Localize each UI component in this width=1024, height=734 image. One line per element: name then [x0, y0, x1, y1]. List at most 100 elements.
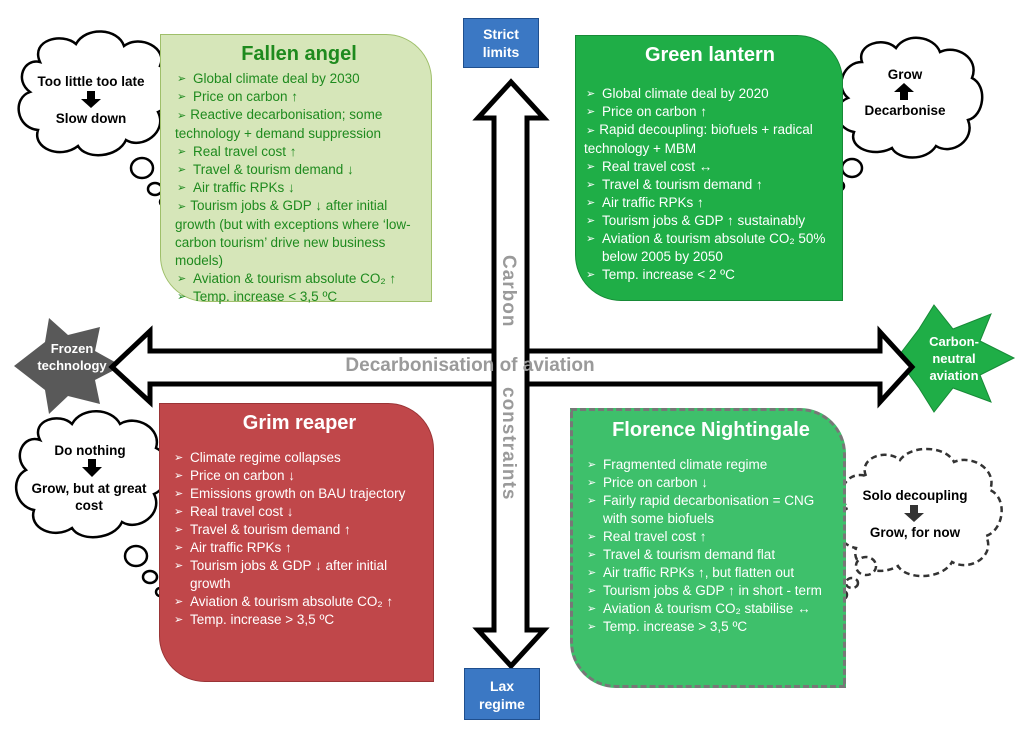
arrowhead-bullet-icon: ➢ — [587, 477, 597, 489]
list-item: ➢Climate regime collapses — [174, 450, 341, 465]
list-item: ➢Air traffic RPKs ↑ — [586, 195, 704, 210]
list-item: ➢Tourism jobs & GDP ↑ in short - term — [587, 583, 822, 598]
fallen-angel-cloud-top: Too little too late — [37, 74, 145, 89]
green-lantern-list: ➢Global climate deal by 2020 ➢Price on c… — [584, 85, 836, 284]
arrowhead-bullet-icon: ➢ — [174, 488, 184, 500]
green-lantern-cloud-top: Grow — [887, 67, 923, 82]
florence-cloud-top: Solo decoupling — [862, 488, 968, 503]
list-item: ➢Temp. increase > 3,5 ºC — [174, 612, 335, 627]
arrowhead-bullet-icon: ➢ — [174, 614, 184, 626]
list-item: ➢Real travel cost ↔ — [586, 159, 713, 174]
list-item: ➢Global climate deal by 2030 — [177, 71, 360, 86]
florence-down-arrow-icon — [904, 505, 924, 522]
arrowhead-bullet-icon: ➢ — [174, 542, 184, 554]
florence-thought-cloud-icon — [835, 447, 1003, 601]
arrowhead-bullet-icon: ➢ — [587, 585, 597, 597]
list-item: ➢Real travel cost ↓ — [174, 504, 294, 519]
arrowhead-bullet-icon: ➢ — [586, 125, 596, 137]
arrowhead-bullet-icon: ➢ — [174, 470, 184, 482]
list-item: ➢Emissions growth on BAU trajectory — [174, 486, 406, 501]
arrowhead-bullet-icon: ➢ — [586, 161, 596, 173]
list-item: ➢Aviation & tourism absolute CO₂ ↑ — [177, 271, 397, 286]
vertical-axis-label-top: Carbon — [498, 255, 519, 328]
green-lantern-thought-cloud-icon — [822, 36, 984, 204]
strict-limits-label: Strict limits — [482, 26, 520, 60]
arrowhead-bullet-icon: ➢ — [177, 110, 187, 122]
list-item: ➢Fairly rapid decarbonisation = CNG with… — [587, 493, 815, 526]
list-item: ➢Price on carbon ↓ — [587, 475, 709, 490]
florence-nightingale-title: Florence Nightingale — [612, 419, 810, 441]
arrowhead-bullet-icon: ➢ — [586, 197, 596, 209]
list-item: ➢Price on carbon ↑ — [586, 104, 708, 119]
lax-regime-label: Lax regime — [479, 678, 525, 712]
arrowhead-bullet-icon: ➢ — [177, 182, 187, 194]
florence-nightingale-quadrant: Florence Nightingale ➢Fragmented climate… — [570, 408, 846, 688]
list-item: ➢Global climate deal by 2020 — [586, 86, 769, 101]
list-item: ➢Air traffic RPKs ↑ — [174, 540, 292, 555]
arrowhead-bullet-icon: ➢ — [174, 524, 184, 536]
list-item: ➢Aviation & tourism absolute CO₂ ↑ — [174, 594, 394, 609]
list-item: ➢Travel & tourism demand ↓ — [177, 162, 354, 177]
arrowhead-bullet-icon: ➢ — [587, 549, 597, 561]
florence-nightingale-list: ➢Fragmented climate regime ➢Price on car… — [585, 456, 837, 636]
arrowhead-bullet-icon: ➢ — [586, 233, 596, 245]
list-item: ➢Travel & tourism demand flat — [587, 547, 776, 562]
arrowhead-bullet-icon: ➢ — [174, 560, 184, 572]
arrowhead-bullet-icon: ➢ — [174, 506, 184, 518]
arrowhead-bullet-icon: ➢ — [587, 459, 597, 471]
list-item: ➢Tourism jobs & GDP ↓ after initial grow… — [175, 198, 411, 268]
list-item: ➢Temp. increase > 3,5 ºC — [587, 619, 748, 634]
lax-regime-box: Lax regime — [464, 668, 540, 720]
arrowhead-bullet-icon: ➢ — [586, 215, 596, 227]
arrowhead-bullet-icon: ➢ — [177, 73, 187, 85]
arrowhead-bullet-icon: ➢ — [177, 146, 187, 158]
list-item: ➢Real travel cost ↑ — [587, 529, 707, 544]
list-item: ➢Price on carbon ↓ — [174, 468, 296, 483]
list-item: ➢Tourism jobs & GDP ↓ after initial grow… — [174, 558, 388, 591]
arrowhead-bullet-icon: ➢ — [586, 269, 596, 281]
arrowhead-bullet-icon: ➢ — [587, 603, 597, 615]
list-item: ➢Price on carbon ↑ — [177, 89, 299, 104]
grim-reaper-cloud-bottom: Grow, but at great cost — [31, 481, 147, 513]
green-lantern-cloud-bottom: Decarbonise — [864, 103, 946, 118]
fallen-angel-quadrant: Fallen angel ➢Global climate deal by 203… — [160, 34, 432, 304]
arrowhead-bullet-icon: ➢ — [587, 567, 597, 579]
list-item: ➢Tourism jobs & GDP ↑ sustainably — [586, 213, 806, 228]
arrowhead-bullet-icon: ➢ — [174, 452, 184, 464]
arrowhead-bullet-icon: ➢ — [587, 531, 597, 543]
list-item: ➢Air traffic RPKs ↓ — [177, 180, 295, 195]
carbon-neutral-label: Carbon-neutral aviation — [929, 334, 979, 383]
list-item: ➢Real travel cost ↑ — [177, 144, 297, 159]
arrowhead-bullet-icon: ➢ — [587, 495, 597, 507]
arrowhead-bullet-icon: ➢ — [587, 621, 597, 633]
arrowhead-bullet-icon: ➢ — [586, 179, 596, 191]
green-lantern-up-arrow-icon — [894, 83, 914, 100]
grim-reaper-title: Grim reaper — [242, 412, 357, 434]
horizontal-axis-label: Decarbonisation of aviation — [345, 355, 595, 376]
list-item: ➢Aviation & tourism absolute CO₂ 50% bel… — [586, 231, 826, 264]
list-item: ➢Reactive decarbonisation; some technolo… — [175, 107, 383, 141]
frozen-technology-star-icon — [14, 318, 122, 414]
fallen-angel-cloud-bottom: Slow down — [55, 111, 127, 126]
green-lantern-quadrant: Green lantern ➢Global climate deal by 20… — [575, 35, 843, 301]
fallen-angel-down-arrow-icon — [81, 91, 101, 108]
fallen-angel-thought-cloud-icon — [17, 30, 174, 208]
grim-reaper-list: ➢Climate regime collapses ➢Price on carb… — [172, 449, 427, 629]
list-item: ➢Travel & tourism demand ↑ — [174, 522, 351, 537]
arrowhead-bullet-icon: ➢ — [177, 291, 187, 303]
list-item: ➢Rapid decoupling: biofuels + radical te… — [584, 122, 813, 156]
vertical-axis-label-bottom: constraints — [498, 387, 519, 501]
fallen-angel-list: ➢Global climate deal by 2030 ➢Price on c… — [175, 70, 423, 306]
list-item: ➢Aviation & tourism CO₂ stabilise ↔ — [587, 601, 811, 616]
grim-reaper-quadrant: Grim reaper ➢Climate regime collapses ➢P… — [159, 403, 434, 682]
arrowhead-bullet-icon: ➢ — [586, 106, 596, 118]
axis-center-cover — [497, 354, 524, 381]
grim-reaper-cloud-top: Do nothing — [54, 443, 126, 458]
green-lantern-title: Green lantern — [644, 44, 776, 66]
list-item: ➢Temp. increase < 2 ºC — [586, 267, 735, 282]
arrowhead-bullet-icon: ➢ — [177, 91, 187, 103]
arrowhead-bullet-icon: ➢ — [177, 164, 187, 176]
arrowhead-bullet-icon: ➢ — [586, 88, 596, 100]
arrowhead-bullet-icon: ➢ — [177, 273, 187, 285]
